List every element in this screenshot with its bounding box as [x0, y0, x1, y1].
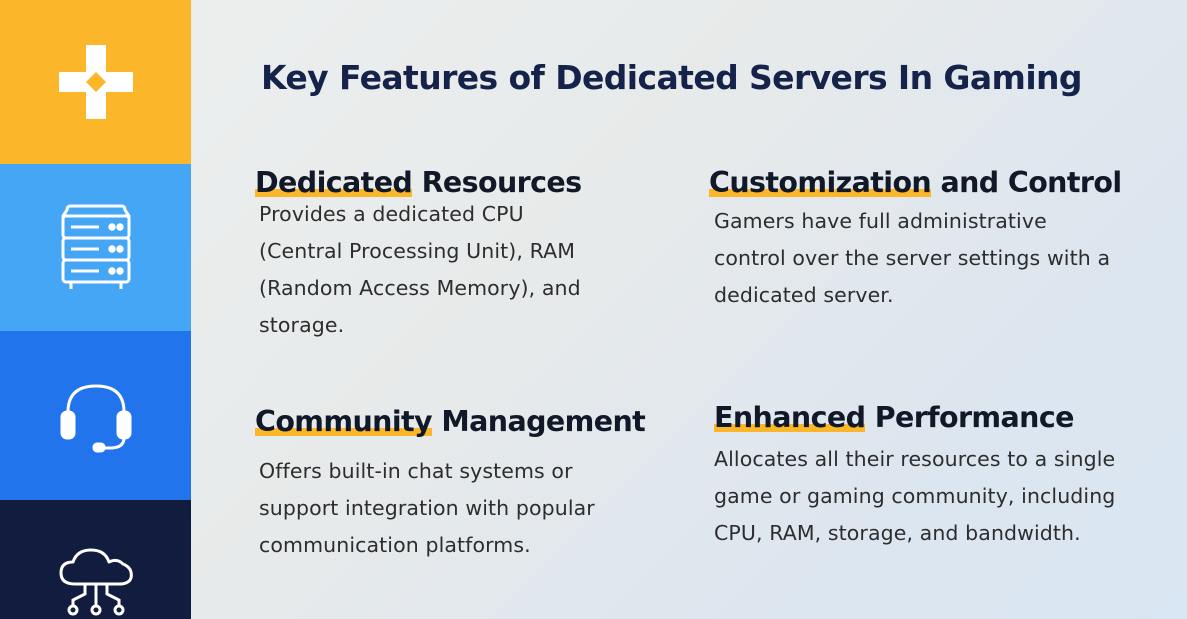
heading-highlight: Dedicated: [255, 166, 413, 199]
cloud-network-icon: [59, 548, 133, 616]
description-line: CPU, RAM, storage, and bandwidth.: [714, 521, 1081, 546]
sidebar-block-support: [0, 331, 191, 500]
feature-description: Provides a dedicated CPU (Central Proces…: [255, 196, 582, 344]
description-line: game or gaming community, including: [714, 484, 1116, 509]
feature-enhanced-performance: Enhanced Performance Allocates all their…: [714, 401, 1115, 552]
feature-dedicated-resources: Dedicated Resources Provides a dedicated…: [255, 166, 582, 344]
sidebar: [0, 0, 191, 619]
sidebar-block-server: [0, 164, 191, 331]
feature-heading: Community Management: [255, 405, 646, 439]
heading-rest: Performance: [865, 401, 1075, 434]
sidebar-block-gaming: [0, 0, 191, 164]
heading-rest: Resources: [412, 166, 583, 199]
server-rack-icon: [61, 204, 130, 289]
feature-heading: Enhanced Performance: [714, 401, 1115, 435]
heading-rest: Management: [432, 405, 646, 438]
description-line: control over the server settings with a: [714, 246, 1111, 271]
description-line: (Central Processing Unit), RAM: [259, 239, 576, 264]
headset-icon: [60, 383, 131, 452]
description-line: Gamers have full administrative: [714, 209, 1047, 234]
heading-highlight: Community: [255, 405, 433, 438]
description-line: Provides a dedicated CPU: [259, 202, 524, 227]
feature-heading: Customization and Control: [709, 166, 1122, 200]
description-line: support integration with popular: [259, 496, 595, 521]
heading-highlight: Customization: [709, 166, 932, 199]
heading-highlight: Enhanced: [714, 401, 866, 434]
feature-heading: Dedicated Resources: [255, 166, 582, 200]
gamepad-icon: [58, 45, 133, 119]
sidebar-block-cloud: [0, 500, 191, 619]
feature-description: Offers built-in chat systems or support …: [255, 453, 645, 564]
main-content: Key Features of Dedicated Servers In Gam…: [191, 0, 1187, 619]
description-line: (Random Access Memory), and: [259, 276, 581, 301]
description-line: Offers built-in chat systems or: [259, 459, 573, 484]
page-title: Key Features of Dedicated Servers In Gam…: [261, 58, 1083, 97]
heading-rest: and Control: [931, 166, 1122, 199]
feature-community-management: Community Management Offers built-in cha…: [255, 405, 646, 564]
description-line: communication platforms.: [259, 533, 531, 558]
description-line: storage.: [259, 313, 345, 338]
feature-customization-control: Customization and Control Gamers have fu…: [709, 166, 1122, 314]
feature-description: Gamers have full administrative control …: [709, 203, 1122, 314]
feature-description: Allocates all their resources to a singl…: [714, 441, 1115, 552]
description-line: dedicated server.: [714, 283, 894, 308]
description-line: Allocates all their resources to a singl…: [714, 447, 1116, 472]
